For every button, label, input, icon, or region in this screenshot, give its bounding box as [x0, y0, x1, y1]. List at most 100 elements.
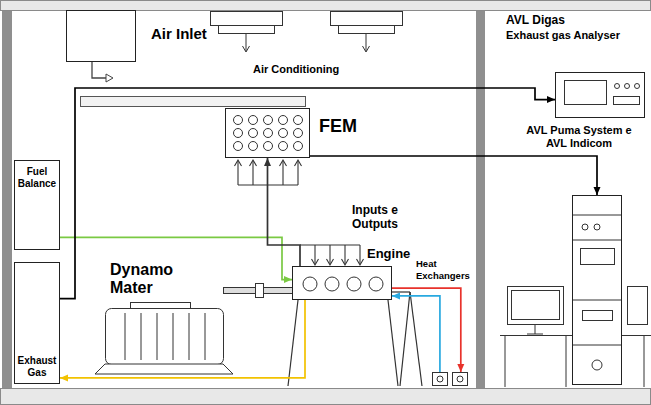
engine-stand [288, 292, 422, 386]
computer-monitors-part [512, 291, 560, 320]
connector [392, 292, 440, 372]
fem-connectors-part [279, 129, 288, 138]
connector-line [268, 158, 301, 266]
computer-monitors-part [508, 287, 564, 325]
engine-signal-arrows-part [327, 259, 334, 265]
computer-monitors [500, 287, 651, 388]
air-conditioning-unit-part [339, 26, 395, 34]
air-inlet-arrow [92, 62, 113, 82]
engine-cylinders-part [303, 277, 317, 291]
device-subtitle: Exhaust gas Analyser [506, 29, 620, 42]
area-label: Air Conditioning [253, 63, 339, 76]
puma-rack-details-part [582, 224, 588, 230]
engine-stand-part [288, 300, 298, 386]
fem-input-arrows-part [237, 161, 238, 185]
air-conditioning-unit-part [211, 12, 283, 26]
connector [60, 88, 555, 299]
dynamometer [95, 303, 233, 375]
fem-connectors-part [279, 142, 288, 151]
engine-signal-arrows-part [357, 259, 364, 265]
drive-shaft-part [256, 284, 264, 298]
fem-connectors-part [294, 142, 303, 151]
fem-connectors-part [249, 129, 258, 138]
connector [60, 300, 305, 381]
connector [310, 156, 601, 195]
air-conditioning-unit-part [246, 34, 247, 51]
ceiling-duct-part [81, 97, 306, 107]
arrowhead [60, 374, 68, 381]
fem-module: FEM [225, 108, 310, 158]
engine-signal-arrows-part [359, 245, 360, 264]
device-title: AVL Digas [506, 13, 565, 27]
engine-stand-part [400, 292, 410, 386]
arrowhead [284, 276, 292, 283]
engine-signal-arrows-part [312, 259, 319, 265]
arrowhead [594, 187, 601, 195]
box-title: Air Inlet [151, 25, 207, 43]
puma-rack: AVL Puma System eAVL Indicom [572, 195, 622, 385]
box-label: Exhaust Gas [15, 355, 59, 379]
fem-input-arrows-part [295, 160, 302, 166]
engine-cylinders [303, 277, 383, 291]
box-title: Engine [367, 246, 410, 262]
engine-cylinders-part [369, 277, 383, 291]
fem-input-arrows-part [282, 161, 283, 185]
ceiling-duct [81, 97, 306, 107]
gas-analyser-details-part [635, 84, 640, 89]
fem-connectors-part [234, 116, 243, 125]
connector [392, 288, 464, 372]
heat-exchanger-symbols-part [457, 376, 463, 382]
air-conditioning-unit-part [366, 34, 367, 51]
gas-analyser-details-part [565, 81, 607, 105]
drive-shaft [224, 284, 293, 298]
building-structure-part [1, 1, 651, 11]
gas-analyser-device: AVL DigasExhaust gas Analyser [555, 72, 645, 118]
puma-rack-details-part [594, 224, 600, 230]
fem-connectors [234, 116, 303, 151]
gas-analyser-details [565, 81, 640, 105]
connector-line [60, 300, 305, 378]
engine-signal-arrows-part [344, 245, 345, 264]
box-title: FEM [319, 115, 357, 137]
engine-stand-part [410, 292, 422, 386]
air-conditioning-unit-part [331, 12, 403, 26]
arrowhead [547, 96, 555, 103]
heat-exchanger-units: Heat Exchangers [432, 372, 468, 386]
engine-cylinders-part [347, 277, 361, 291]
arrowhead [457, 364, 464, 372]
engine-signal-arrows-part [342, 259, 349, 265]
part-label: Dynamo Mater [110, 261, 180, 297]
fem-input-arrows-part [252, 161, 253, 185]
connector-line [392, 288, 461, 372]
engine-signal-arrows-part [314, 245, 315, 264]
engine-signal-arrows [300, 245, 364, 265]
fem-connectors-part [294, 129, 303, 138]
dynamometer-part [95, 364, 233, 374]
gas-analyser-details-part [614, 97, 640, 105]
puma-rack-details-part [572, 215, 622, 345]
air-conditioning-unit-part [243, 46, 250, 52]
computer-monitors-part [628, 287, 648, 325]
air-inlet-arrow-part [92, 62, 106, 78]
fem-connectors-part [294, 116, 303, 125]
dynamometer-part [106, 309, 224, 365]
connector-line [60, 88, 555, 299]
heat-exchanger-symbols-part [453, 373, 468, 386]
fem-connectors-part [249, 142, 258, 151]
fem-input-arrows-part [250, 160, 257, 166]
engine-block: Engine [292, 266, 392, 300]
fem-connectors-part [234, 129, 243, 138]
air-conditioning-unit [331, 12, 403, 53]
connector-line [392, 296, 440, 372]
heat-exchanger-symbols [433, 373, 468, 386]
connector [264, 158, 300, 266]
box-title: Heat Exchangers [416, 258, 474, 282]
computer-monitors-part [527, 325, 543, 334]
puma-rack-details-part [592, 360, 602, 370]
air-conditioning-unit-part [219, 26, 275, 34]
engine-stand-part [392, 291, 410, 292]
fem-input-arrows-part [235, 160, 242, 166]
fem-connectors-part [249, 116, 258, 125]
fuel-balance-box: Fuel Balance [14, 160, 60, 250]
